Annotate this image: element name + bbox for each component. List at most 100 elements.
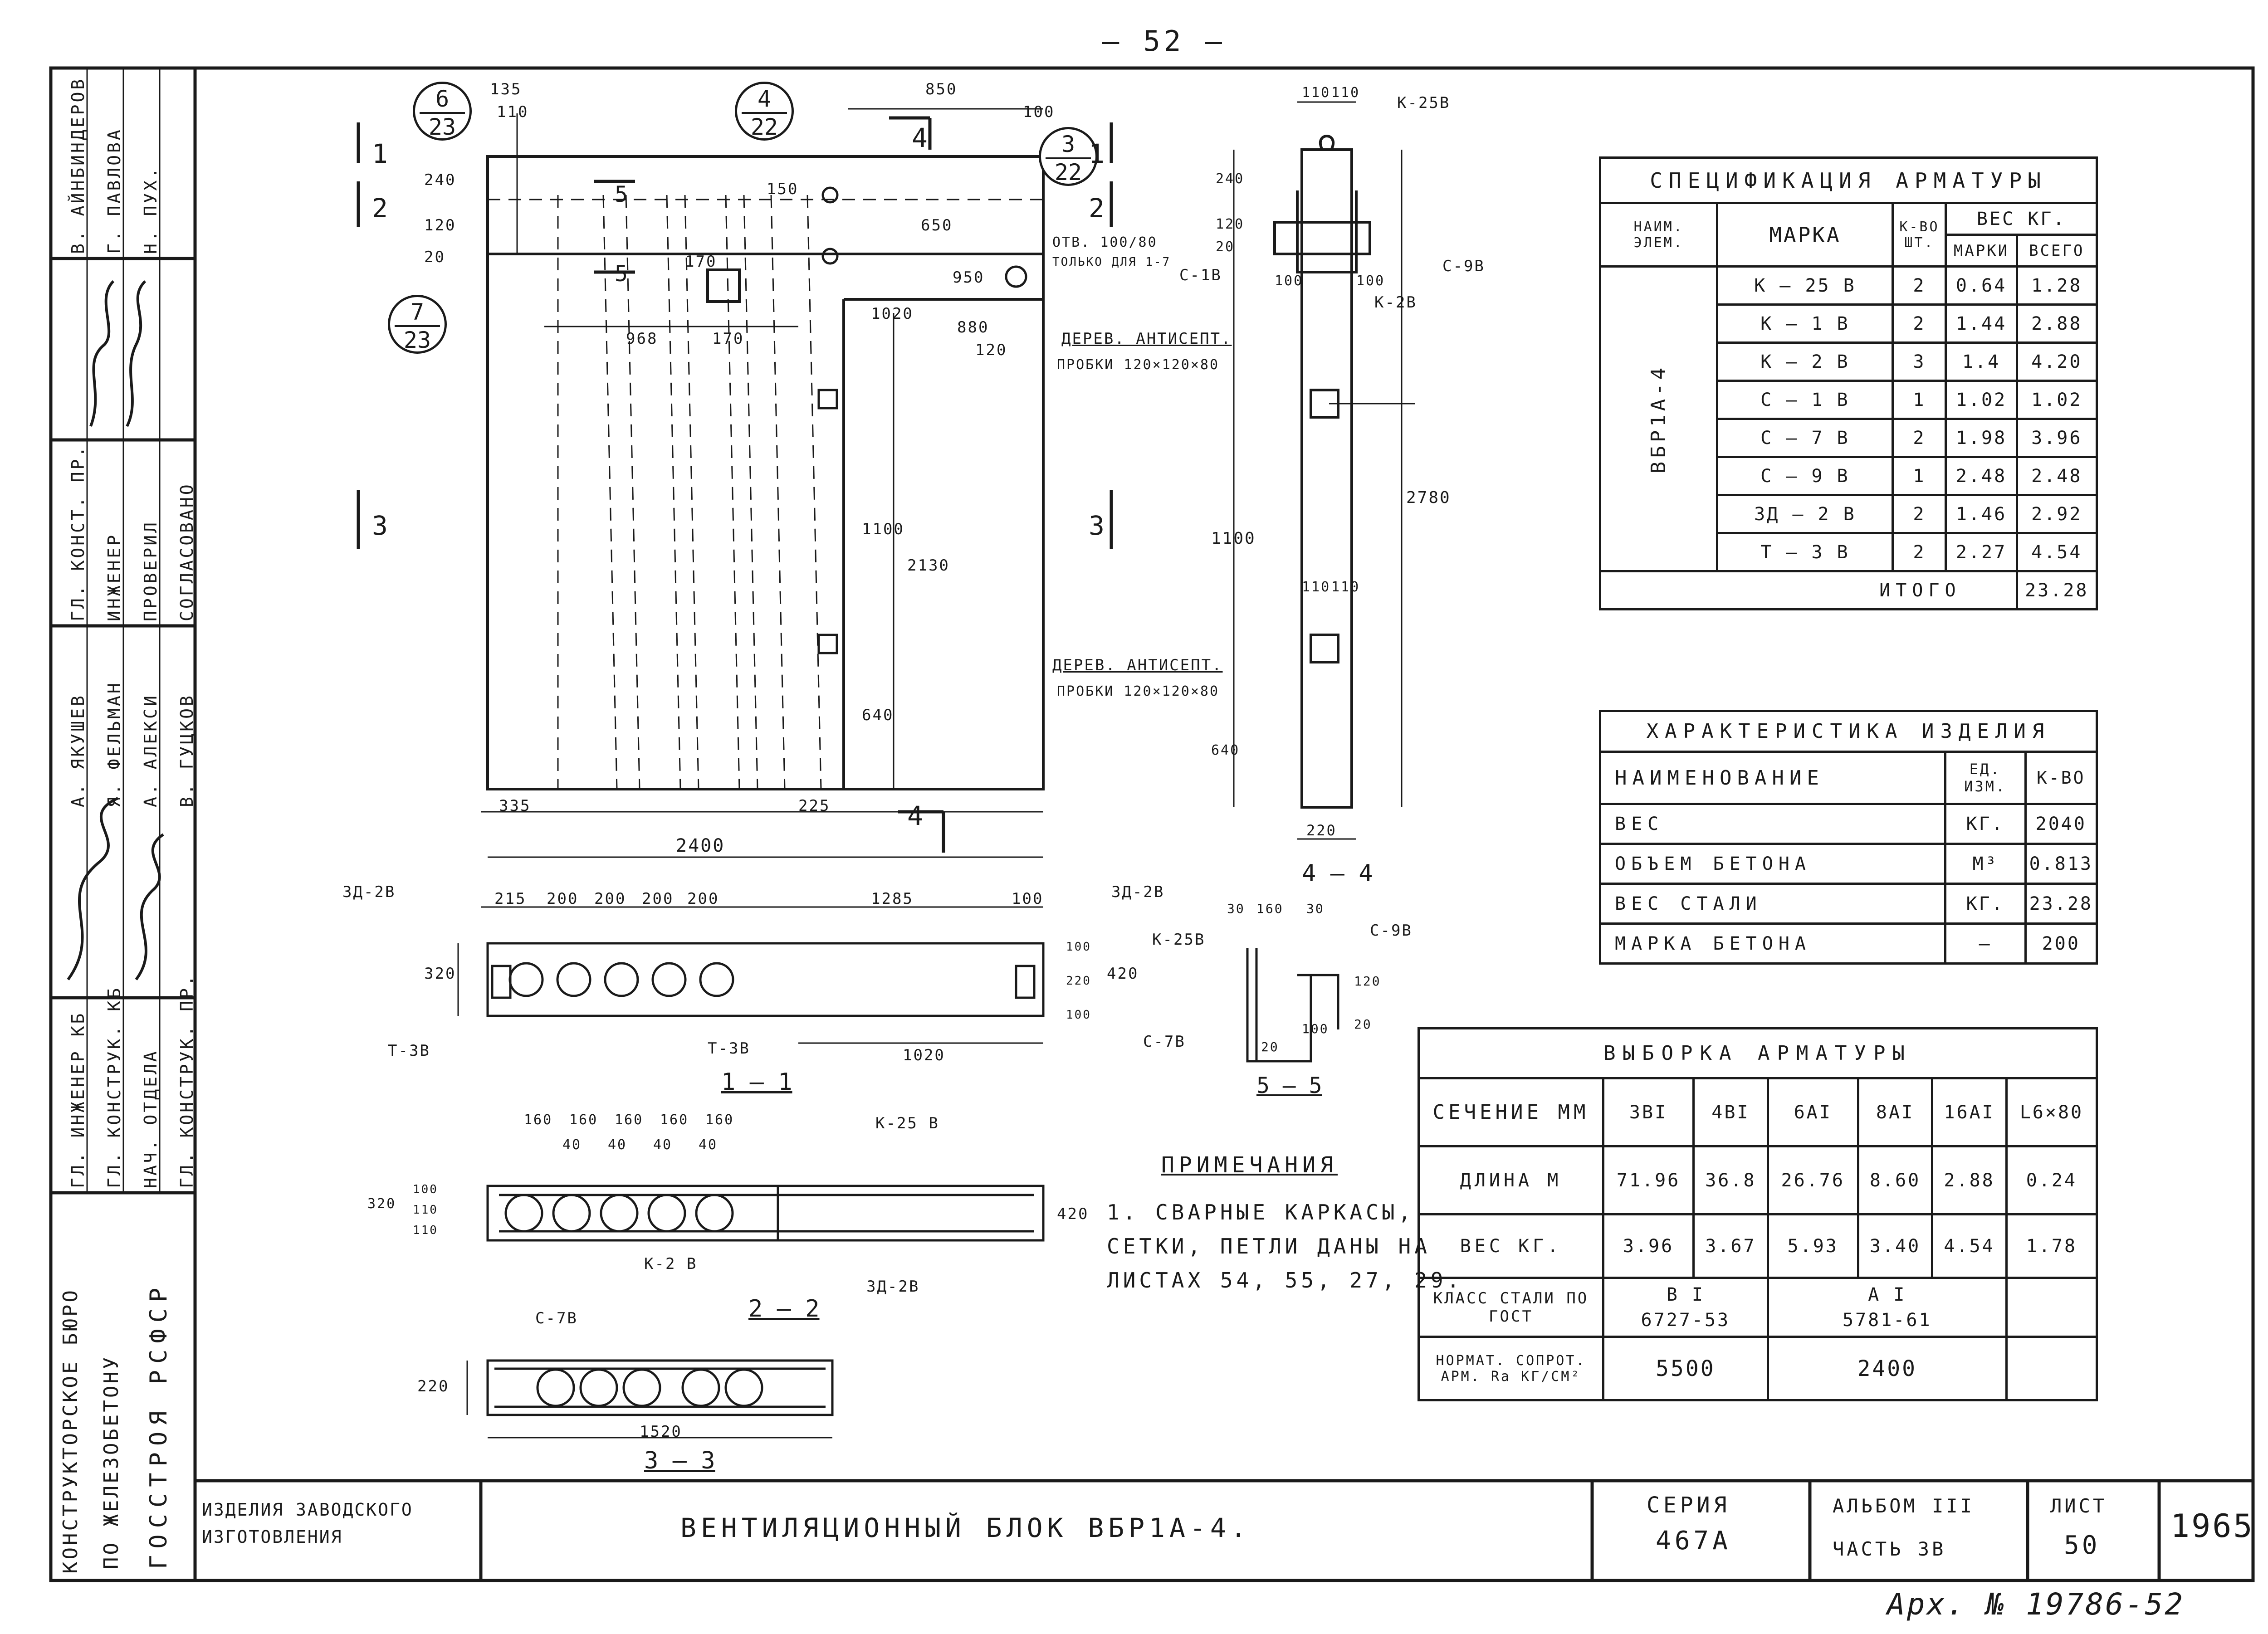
hole-note: ТОЛЬКО ДЛЯ 1-7	[1052, 255, 1171, 269]
dim-label: 880	[957, 318, 989, 337]
spec-cell: 1.44	[1945, 303, 2018, 344]
spec-col-mark: МАРКА	[1716, 202, 1894, 268]
sel-weight: 5.93	[1766, 1213, 1859, 1279]
spec-cell: 2.27	[1945, 532, 2018, 572]
section-title-1-1: 1 – 1	[721, 1068, 792, 1096]
char-cell: М³	[1944, 843, 2027, 885]
s55-dim: 20	[1261, 1039, 1279, 1054]
s55-dim: 20	[1354, 1017, 1372, 1032]
spec-cell: К – 25 В	[1716, 265, 1894, 306]
spec-element: ВБР1А-4	[1598, 265, 1719, 572]
spec-cell: 2.48	[1945, 456, 2018, 496]
section-title-5-5: 5 – 5	[1256, 1073, 1322, 1098]
sel-norm-empty	[2005, 1336, 2098, 1401]
s22-dim: 420	[1057, 1205, 1089, 1223]
section-mark: 4	[912, 122, 928, 153]
s22-dim: 40	[562, 1137, 582, 1153]
s11-label: ЗД-2В	[1111, 883, 1165, 901]
dim-label: 950	[953, 268, 985, 287]
side-dim: 110	[1302, 85, 1331, 101]
char-cell: ВЕС СТАЛИ	[1599, 883, 1946, 925]
s11-label: ЗД-2В	[342, 883, 396, 901]
spec-cell: 1.02	[2015, 380, 2098, 420]
s55-dim: 120	[1354, 974, 1381, 989]
s33-dim: 220	[417, 1377, 450, 1395]
sel-col: 16АI	[1931, 1077, 2008, 1147]
spec-col-qty: К-ВО ШТ.	[1892, 202, 1947, 268]
sel-class-empty	[2005, 1277, 2098, 1338]
spec-cell: К – 2 В	[1716, 341, 1894, 382]
plug-note: ПРОБКИ 120×120×80	[1057, 683, 1220, 699]
side-dim: 100	[1275, 273, 1304, 289]
char-cell: ВЕС	[1599, 803, 1946, 845]
series-value: 467А	[1656, 1526, 1731, 1556]
s22-dim: 100	[413, 1183, 438, 1196]
s22-label: К-2 В	[644, 1255, 698, 1273]
spec-cell: 3	[1892, 341, 1947, 382]
s11-dim: 200	[642, 890, 674, 908]
dim-label: 110	[497, 103, 529, 121]
side-dim: 110	[1331, 579, 1360, 595]
s22-dim: 160	[705, 1112, 734, 1128]
sel-length: 2.88	[1931, 1145, 2008, 1215]
sel-class-label: КЛАСС СТАЛИ ПО ГОСТ	[1418, 1277, 1604, 1338]
dim-label: 170	[712, 330, 744, 348]
sel-col: 3ВI	[1602, 1077, 1695, 1147]
section-mark: 4	[907, 800, 923, 831]
s22-dim: 320	[367, 1196, 396, 1212]
album-part: ЧАСТЬ 3В	[1833, 1538, 1946, 1560]
side-dim: 110	[1331, 85, 1360, 101]
sel-title: ВЫБОРКА АРМАТУРЫ	[1418, 1027, 2098, 1079]
char-cell: 2040	[2024, 803, 2098, 845]
sel-length-label: ДЛИНА М	[1418, 1145, 1604, 1215]
notes-title: ПРИМЕЧАНИЯ	[1161, 1152, 1338, 1178]
sel-length: 36.8	[1692, 1145, 1769, 1215]
side-dim: 110	[1302, 579, 1331, 595]
char-title: ХАРАКТЕРИСТИКА ИЗДЕЛИЯ	[1599, 710, 2098, 753]
s22-label: ЗД-2В	[866, 1278, 920, 1296]
section-mark: 3	[1089, 510, 1105, 541]
s55-dim: 160	[1256, 901, 1284, 916]
spec-cell: 1	[1892, 456, 1947, 496]
s11-dim: 220	[1066, 974, 1091, 988]
side-dim: 240	[1216, 171, 1245, 187]
char-cell: —	[1944, 922, 2027, 965]
sel-col: 4ВI	[1692, 1077, 1769, 1147]
spec-cell: Т – 3 В	[1716, 532, 1894, 572]
s11-dim: 215	[494, 890, 527, 908]
dim-label: 120	[424, 216, 456, 234]
spec-cell: 4.54	[2015, 532, 2098, 572]
side-dim: 2780	[1406, 488, 1451, 507]
char-cell: 200	[2024, 922, 2098, 965]
s22-dim: 160	[569, 1112, 598, 1128]
side-dim: 20	[1216, 239, 1235, 255]
side-label: К-25В	[1397, 94, 1451, 112]
dim-label: 1100	[862, 520, 904, 538]
s11-label: Т-3В	[388, 1042, 430, 1060]
album-label: АЛЬБОМ III	[1833, 1495, 1975, 1517]
spec-cell: 2.92	[2015, 494, 2098, 534]
sel-weight: 3.96	[1602, 1213, 1695, 1279]
spec-total-value: 23.28	[2015, 570, 2098, 610]
side-label: С-9В	[1442, 257, 1485, 275]
dim-label: 850	[925, 80, 958, 98]
dim-label: 135	[490, 80, 522, 98]
char-cell: 23.28	[2024, 883, 2098, 925]
s22-dim: 110	[413, 1224, 438, 1237]
sel-length: 0.24	[2005, 1145, 2098, 1215]
char-col-qty: К-ВО	[2024, 751, 2098, 805]
s11-dim: 420	[1107, 965, 1139, 983]
char-col-name: НАИМЕНОВАНИЕ	[1599, 751, 1946, 805]
dim-label: 150	[767, 180, 799, 198]
char-cell: МАРКА БЕТОНА	[1599, 922, 1946, 965]
spec-cell: С – 7 В	[1716, 418, 1894, 458]
spec-cell: С – 9 В	[1716, 456, 1894, 496]
dim-label: 100	[1023, 103, 1055, 121]
year: 1965	[2170, 1507, 2254, 1545]
spec-cell: ЗД – 2 В	[1716, 494, 1894, 534]
s55-dim: 30	[1227, 901, 1245, 916]
